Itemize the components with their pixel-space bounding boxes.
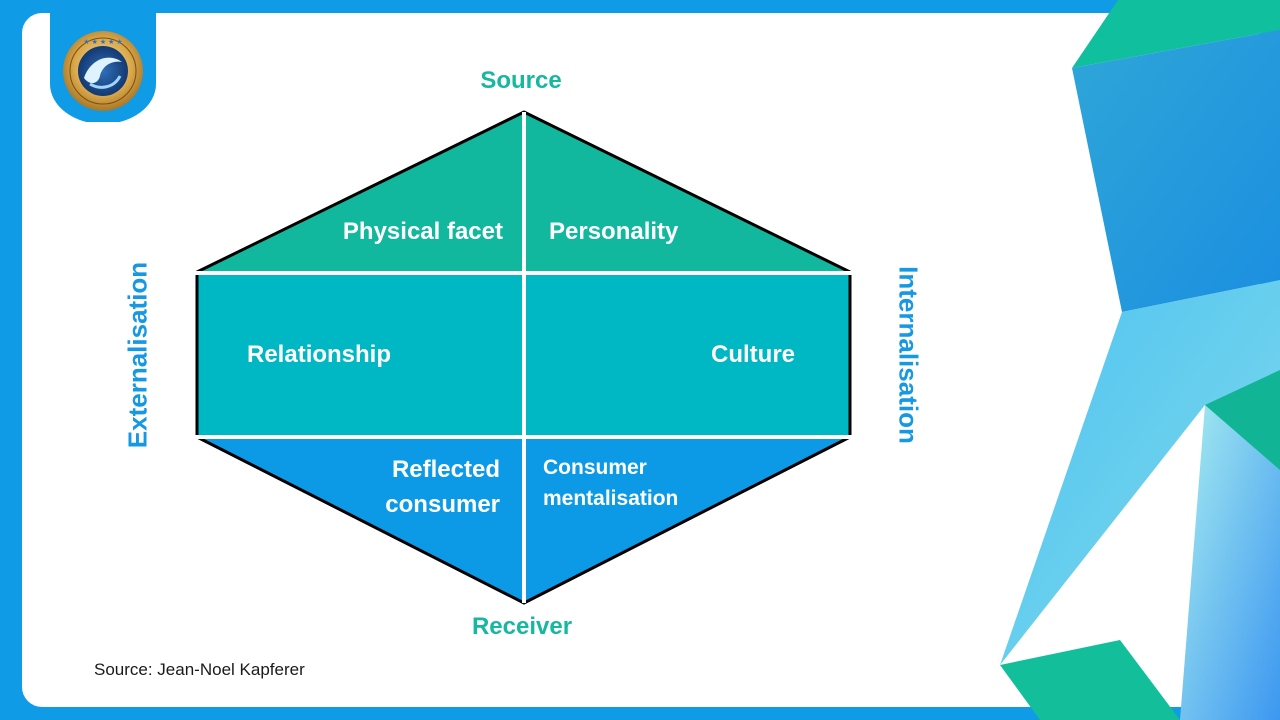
corner-decoration: [1000, 0, 1280, 720]
consumer-mentalisation-label: Consumer mentalisation: [543, 456, 679, 510]
source-label: Source: [480, 67, 562, 94]
personality-label: Personality: [549, 218, 679, 245]
brand-identity-prism: [194, 110, 853, 605]
svg-text:★ ★ ★ ★ ★: ★ ★ ★ ★ ★: [83, 38, 122, 46]
source-citation: Source: Jean-Noel Kapferer: [94, 660, 305, 679]
certified-badge-logo: ★ ★ ★ ★ ★: [50, 0, 156, 122]
relationship-label: Relationship: [247, 341, 392, 368]
reflected-consumer-label: Reflected consumer: [385, 456, 500, 518]
receiver-label: Receiver: [471, 613, 573, 640]
culture-label: Culture: [711, 341, 795, 368]
physical-facet-label: Physical facet: [342, 218, 503, 245]
externalisation-label: Externalisation: [122, 261, 153, 449]
internalisation-label: Internalisation: [893, 266, 924, 444]
